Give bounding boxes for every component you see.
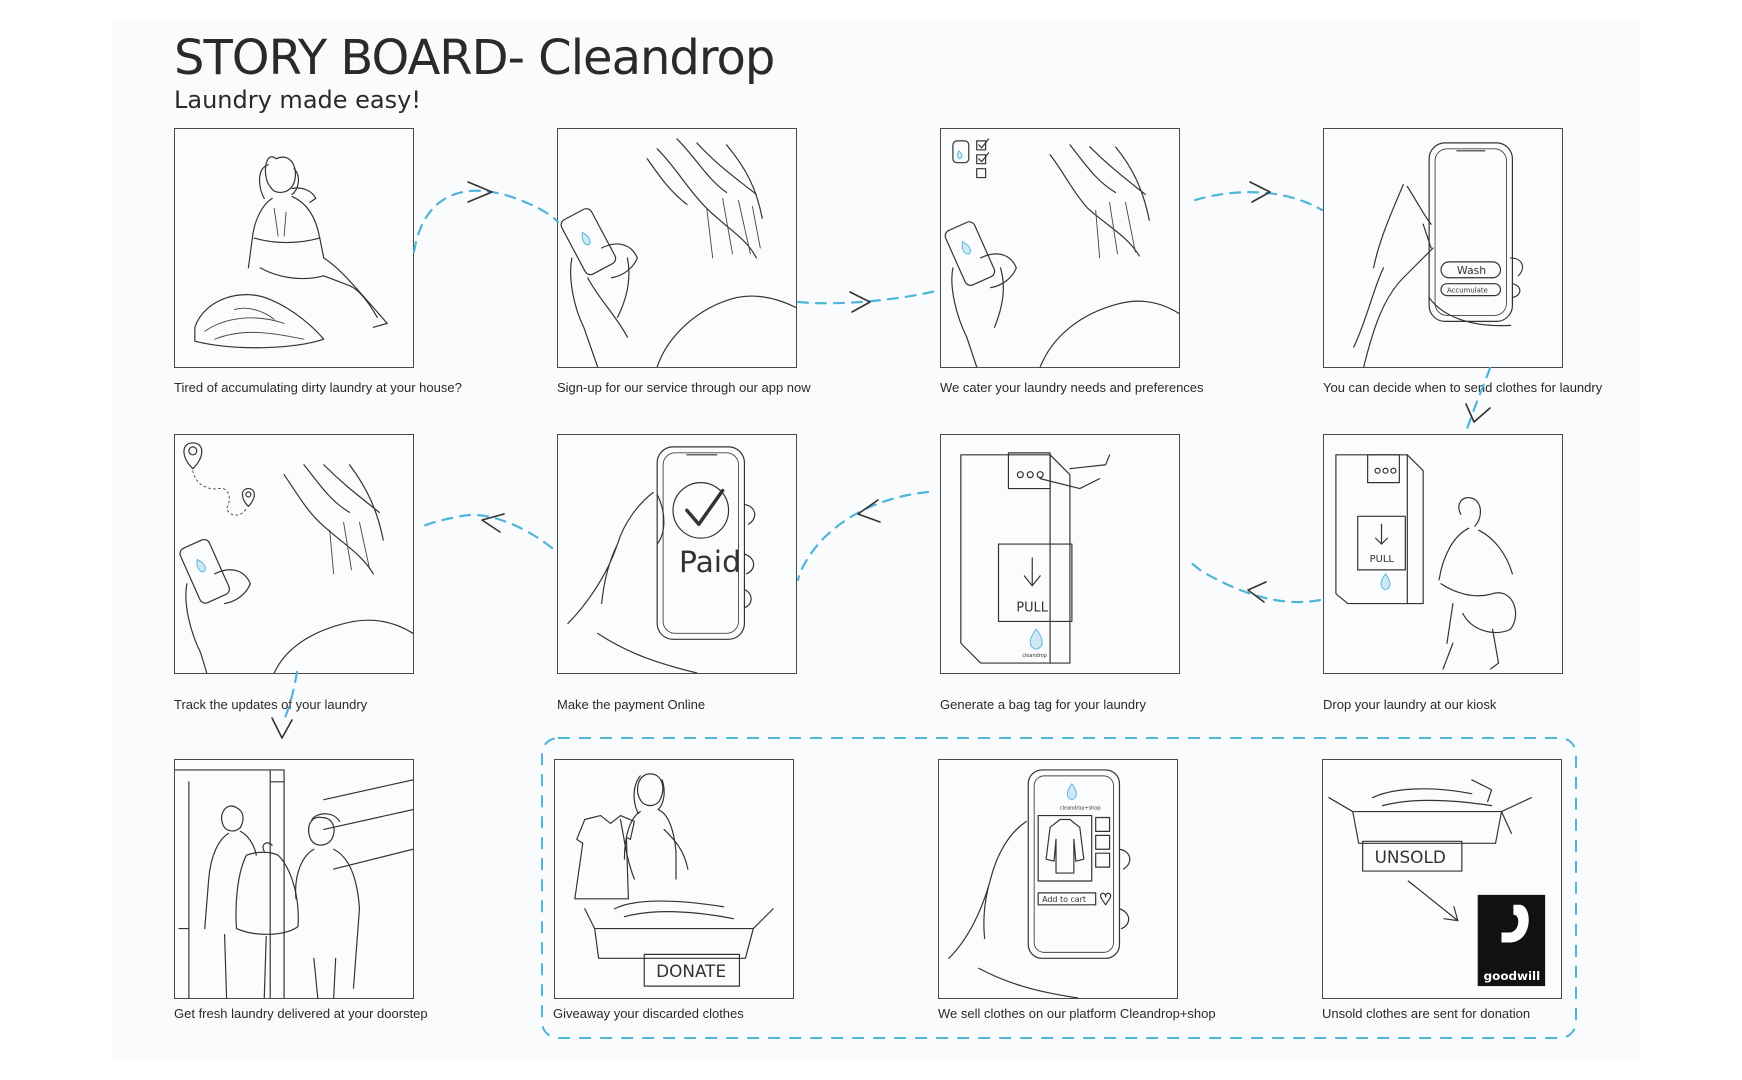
caption-panel-6: Make the payment Online xyxy=(557,697,706,712)
phone-with-checklist-icon xyxy=(944,138,1179,367)
wash-label: Wash xyxy=(1457,264,1486,277)
donate-box-icon: DONATE xyxy=(574,773,774,987)
panel-3-phone-with-checklist xyxy=(940,128,1180,368)
caption-panel-2: Sign-up for our service through our app … xyxy=(557,380,811,395)
panel-4-phone-wash-accumulate: Wash Accumulate xyxy=(1323,128,1563,368)
panel-12-unsold-box-goodwill: UNSOLD goodwill xyxy=(1322,759,1562,999)
panel-11-shop-phone: cleandrop+shop Add to cart xyxy=(938,759,1178,999)
caption-panel-11: We sell clothes on our platform Cleandro… xyxy=(938,1006,1216,1021)
pull-label: PULL xyxy=(1016,601,1048,616)
panel-1-woman-with-laundry-pile xyxy=(174,128,414,368)
hand-holding-phone-icon xyxy=(560,138,796,367)
unsold-label: UNSOLD xyxy=(1375,847,1446,867)
caption-panel-12: Unsold clothes are sent for donation xyxy=(1322,1006,1531,1021)
brand-small-label: cleandrop xyxy=(1022,653,1047,659)
page-subtitle: Laundry made easy! xyxy=(174,86,421,114)
shop-small-label: cleandrop+shop xyxy=(1060,806,1100,812)
donate-label: DONATE xyxy=(656,961,726,981)
goodwill-label: goodwill xyxy=(1484,969,1541,983)
phone-wash-accumulate-icon: Wash Accumulate xyxy=(1353,142,1524,367)
caption-panel-3: We cater your laundry needs and preferen… xyxy=(940,380,1204,395)
phone-paid-icon: Paid xyxy=(567,446,756,673)
shop-phone-icon: cleandrop+shop Add to cart xyxy=(948,769,1131,998)
paid-label: Paid xyxy=(679,545,741,580)
caption-panel-7: Generate a bag tag for your laundry xyxy=(940,697,1146,712)
caption-panel-10: Giveaway your discarded clothes xyxy=(553,1006,744,1021)
add-to-cart-label: Add to cart xyxy=(1042,895,1086,904)
accumulate-label: Accumulate xyxy=(1447,287,1488,295)
caption-panel-1: Tired of accumulating dirty laundry at y… xyxy=(174,380,462,395)
panel-6-phone-paid: Paid xyxy=(557,434,797,674)
kiosk-tag-icon: PULL cleandrop xyxy=(960,452,1111,664)
panel-5-phone-with-location-pins xyxy=(174,434,414,674)
panel-8-kiosk-drop: PULL xyxy=(1323,434,1563,674)
caption-panel-5: Track the updates of your laundry xyxy=(174,697,368,712)
caption-panel-9: Get fresh laundry delivered at your door… xyxy=(174,1006,428,1021)
panel-9-doorstep-delivery xyxy=(174,759,414,999)
page-title: STORY BOARD- Cleandrop xyxy=(174,30,775,86)
phone-with-location-pins-icon xyxy=(179,442,413,673)
panel-7-kiosk-tag: PULL cleandrop xyxy=(940,434,1180,674)
panel-10-donate-box: DONATE xyxy=(554,759,794,999)
caption-panel-8: Drop your laundry at our kiosk xyxy=(1323,697,1497,712)
doorstep-delivery-icon xyxy=(175,769,413,998)
unsold-box-goodwill-icon: UNSOLD goodwill xyxy=(1328,779,1546,987)
woman-with-laundry-pile-icon xyxy=(194,156,388,349)
caption-panel-4: You can decide when to send clothes for … xyxy=(1323,380,1603,395)
pull-label-2: PULL xyxy=(1370,554,1395,565)
kiosk-drop-icon: PULL xyxy=(1335,454,1517,670)
panel-2-hand-holding-phone xyxy=(557,128,797,368)
